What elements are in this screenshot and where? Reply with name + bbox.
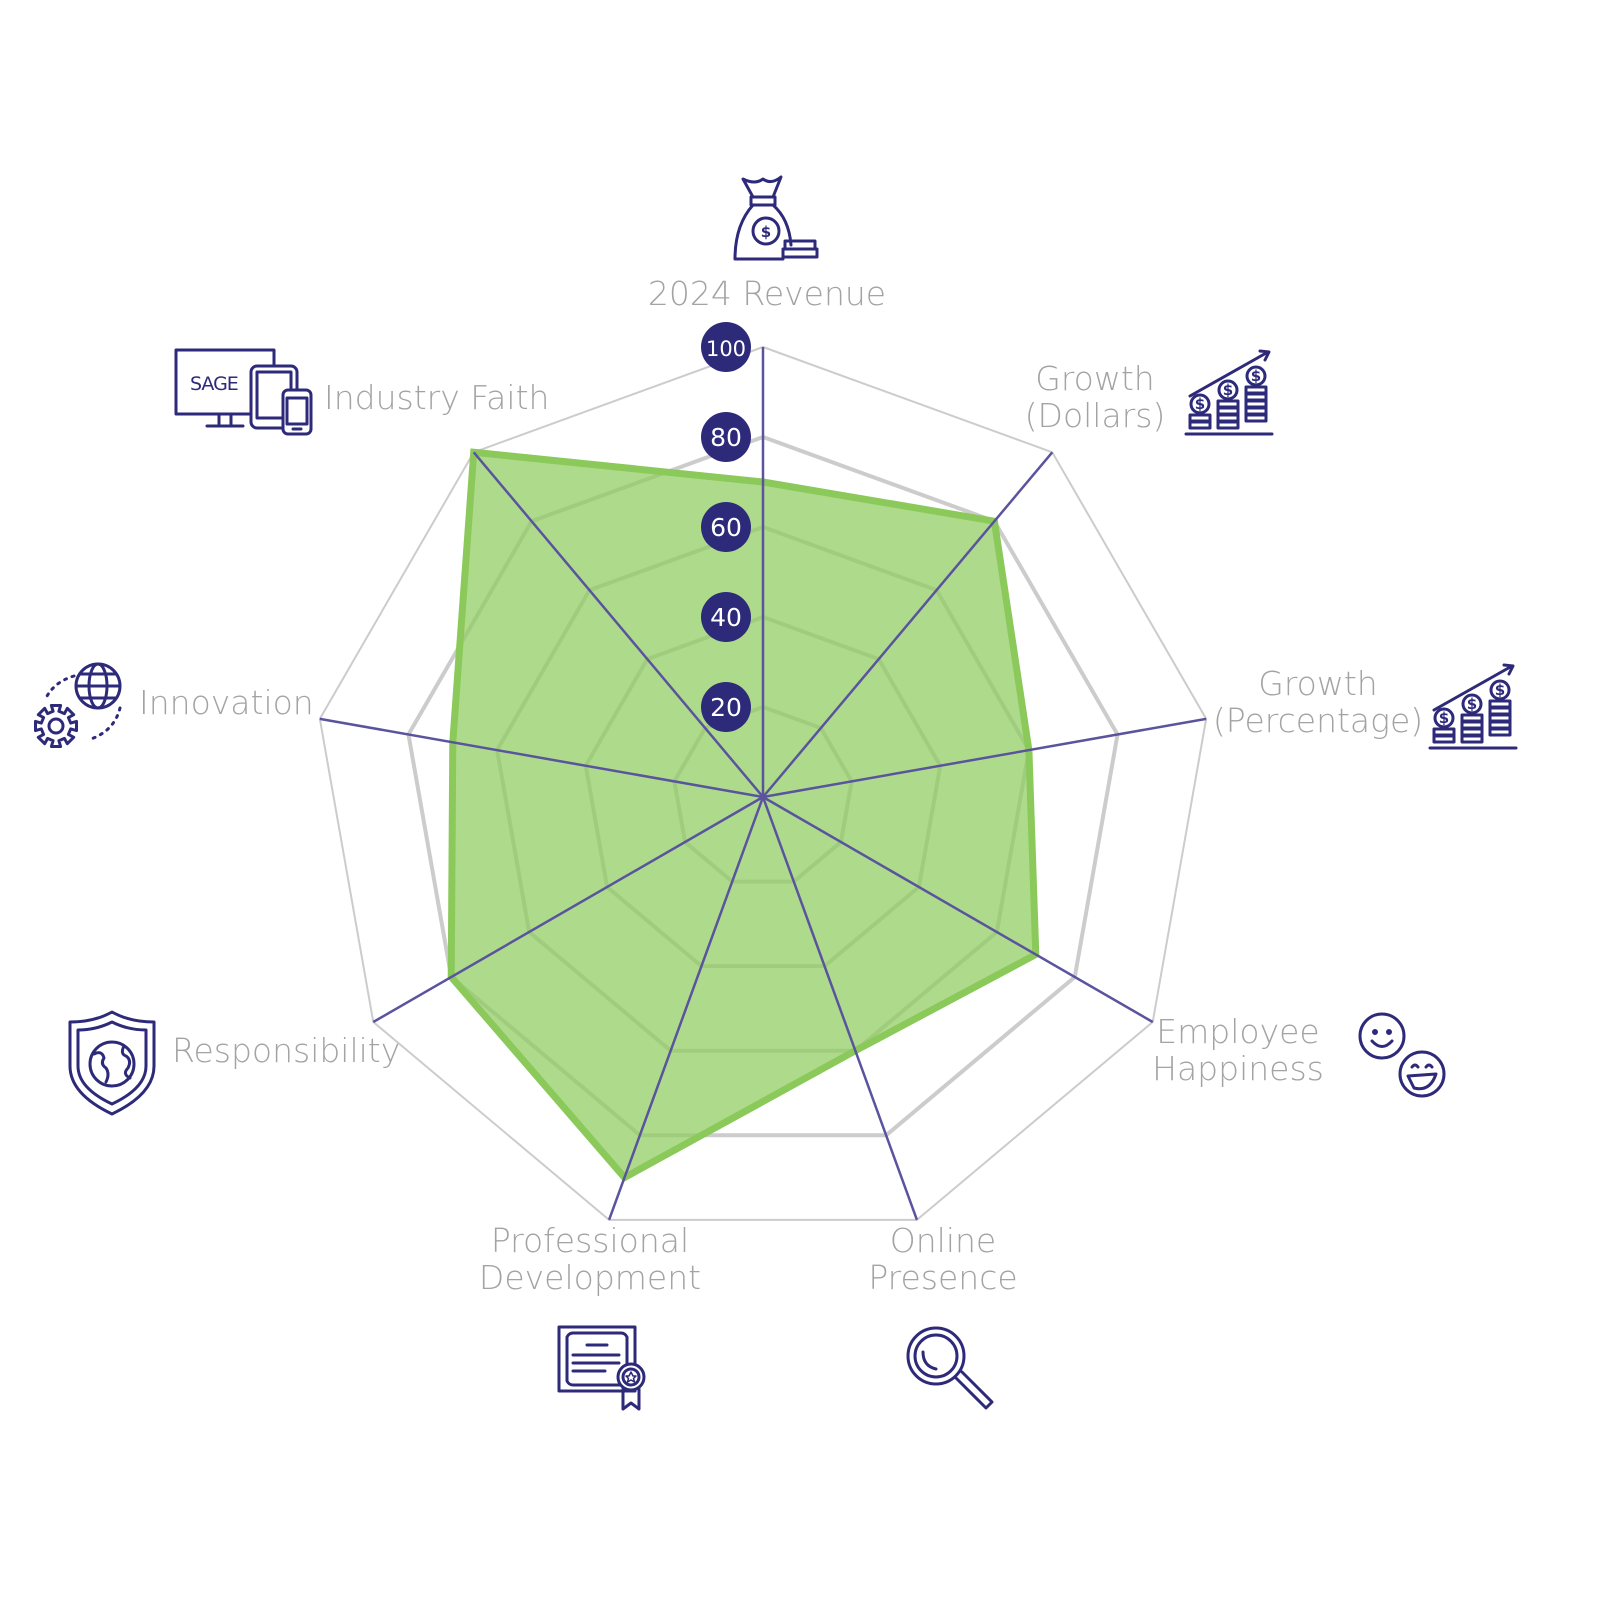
tick-badge-circle [701,592,751,642]
category-label-layer: 2024 RevenueGrowth(Dollars)Growth(Percen… [139,274,1423,1297]
tick-badge-circle [701,322,751,372]
svg-text:SAGE: SAGE [190,373,238,395]
category-label-line: Innovation [139,683,314,722]
category-label-line: (Percentage) [1213,701,1423,740]
category-label-line: Employee [1156,1012,1319,1051]
axis-spoke-7 [319,717,764,799]
tick-label: 100 [706,337,746,361]
axis-spoke-1 [762,451,1054,798]
svg-text:$: $ [1195,395,1205,413]
axis-spoke-5 [607,796,765,1221]
category-label-line: Development [479,1258,701,1297]
axis-spoke-2 [762,717,1207,799]
certificate-icon [557,1325,646,1411]
tick-layer: 20 40 60 80 100 [701,322,751,732]
money-bag-icon: $ [733,175,819,261]
axis-spoke-3 [762,795,1154,1024]
svg-text:$: $ [761,223,771,241]
category-label-line: Professional [491,1221,689,1260]
growth-coins-icon: $ $ $ [1184,349,1274,436]
tick-badge-100: 100 [701,322,751,372]
category-label-line: Growth [1258,664,1377,703]
category-label-1: Growth(Dollars) [1025,359,1166,435]
category-label-2: Growth(Percentage) [1213,664,1423,740]
category-label-line: Presence [868,1258,1017,1297]
axis-spoke-4 [761,796,919,1221]
tick-badge-40: 40 [701,592,751,642]
globe-gear-icon [34,662,122,748]
tick-badge-60: 60 [701,502,751,552]
shield-globe-icon [68,1010,156,1116]
svg-text:$: $ [1223,381,1233,399]
category-label-6: Responsibility [172,1031,400,1070]
growth-coins-icon: $ $ $ [1428,663,1518,750]
smiley-faces-icon [1358,1012,1446,1098]
axis-spoke-6 [372,795,764,1024]
svg-text:$: $ [1495,681,1505,699]
tick-badge-20: 20 [701,682,751,732]
tick-label: 20 [710,693,742,722]
tick-badge-circle [701,412,751,462]
svg-text:$: $ [1439,709,1449,727]
category-label-line: Responsibility [172,1031,400,1070]
category-label-0: 2024 Revenue [648,274,886,313]
svg-text:$: $ [1251,367,1261,385]
category-label-line: 2024 Revenue [648,274,886,313]
data-area-score [447,448,1040,1183]
category-label-line: (Dollars) [1025,396,1166,435]
svg-text:$: $ [1467,695,1477,713]
tick-badge-80: 80 [701,412,751,462]
category-label-line: Industry Faith [324,378,549,417]
category-label-line: Happiness [1152,1049,1324,1088]
category-label-line: Growth [1035,359,1154,398]
category-label-7: Innovation [139,683,314,722]
sage-devices-icon: SAGE [174,348,313,436]
axis-spoke-8 [472,451,764,798]
tick-badge-circle [701,502,751,552]
axis-layer [319,347,1207,1221]
magnifier-icon [906,1326,994,1410]
tick-badge-circle [701,682,751,732]
data-area-layer [447,448,1040,1183]
category-label-line: Online [890,1221,996,1260]
tick-label: 60 [710,513,742,542]
icon-layer: $ $ $ $ $ $ $ SAGE [34,175,1518,1411]
category-label-8: Industry Faith [324,378,549,417]
grid-ring-100 [318,345,1208,1221]
tick-label: 40 [710,603,742,632]
tick-label: 80 [710,423,742,452]
